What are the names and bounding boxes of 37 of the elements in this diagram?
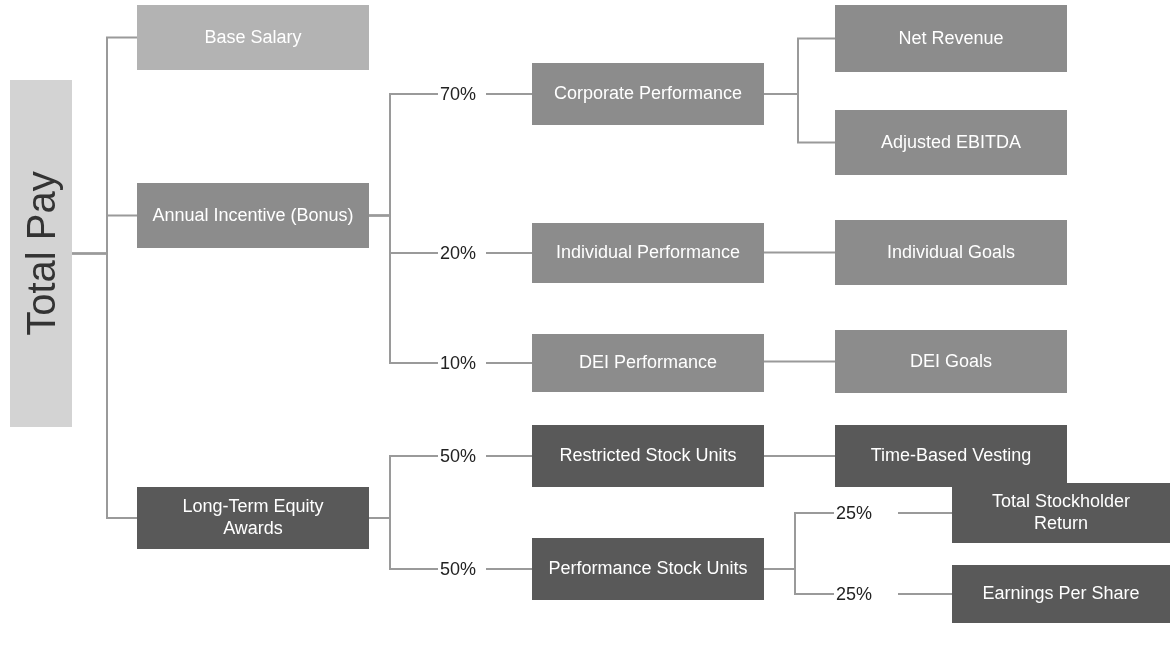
category-box [137, 487, 369, 549]
category-box [835, 5, 1067, 72]
category-box [835, 330, 1067, 393]
box-label: Time-Based Vesting [870, 445, 1032, 467]
category-box [952, 483, 1170, 543]
category-box [532, 538, 764, 600]
connector-line [763, 93, 836, 144]
category-box [835, 110, 1067, 175]
box-label: Earnings Per Share [982, 583, 1140, 605]
box-label: DEI Performance [578, 352, 718, 374]
box-label: Base Salary [204, 26, 302, 49]
category-box [532, 223, 764, 283]
category-box [137, 5, 369, 70]
category-box [10, 80, 72, 427]
box-label: Total Stockholder Return [990, 491, 1132, 535]
connector-line [763, 360, 836, 363]
box-label: Annual Incentive (Bonus) [152, 204, 354, 227]
category-box [835, 425, 1067, 487]
box-label: Individual Goals [886, 241, 1016, 264]
box-label: Adjusted EBITDA [880, 131, 1022, 154]
box-label: Long-Term Equity Awards [181, 496, 325, 540]
category-box [532, 334, 764, 392]
box-label: Net Revenue [898, 27, 1004, 50]
box-label: DEI Goals [910, 350, 992, 373]
box-label: Corporate Performance [553, 83, 743, 105]
box-label: Total Pay [18, 171, 64, 336]
box-label: Individual Performance [555, 242, 741, 264]
connector-line [763, 455, 836, 457]
category-box [952, 565, 1170, 623]
category-box [137, 183, 369, 248]
connector-line [763, 251, 836, 254]
category-box [532, 63, 764, 125]
box-label: Performance Stock Units [548, 558, 748, 580]
category-box [532, 425, 764, 487]
box-label: Restricted Stock Units [559, 445, 737, 467]
category-box [835, 220, 1067, 285]
connector-line [71, 252, 138, 519]
